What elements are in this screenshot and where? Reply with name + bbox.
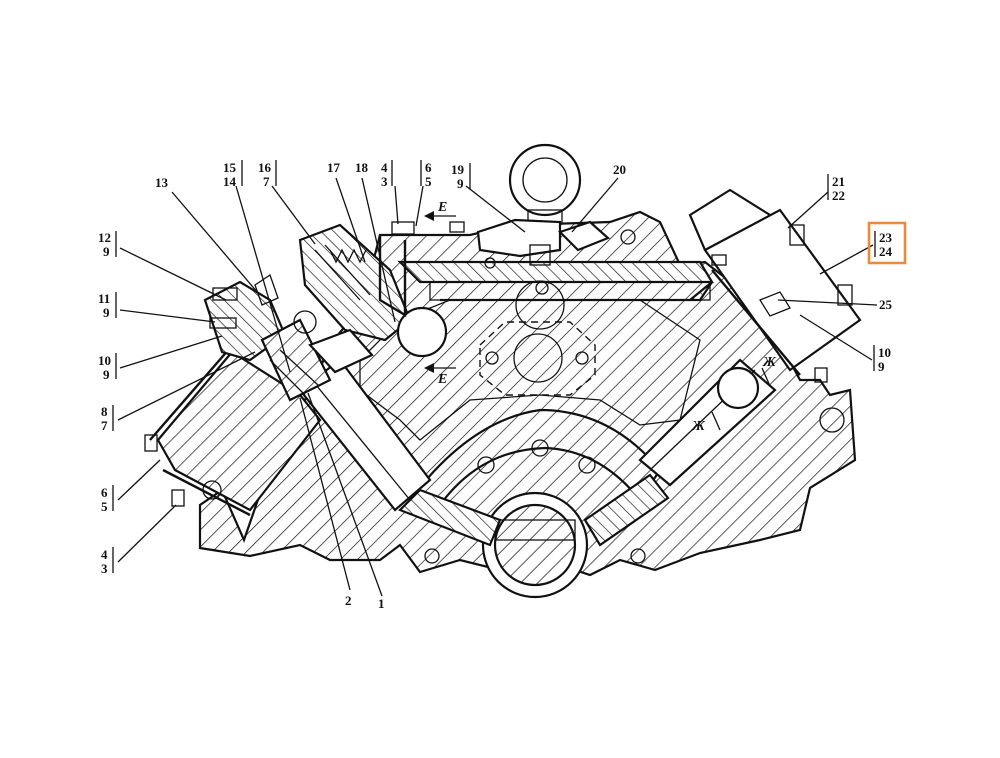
callout-6-5-top: 6 5 (420, 160, 432, 189)
callout-14: 14 (223, 174, 237, 189)
callout-5: 5 (425, 174, 432, 189)
callout-9: 9 (878, 359, 885, 374)
callout-19: 19 (451, 162, 465, 177)
callout-3: 3 (101, 561, 108, 576)
callout-24: 24 (879, 244, 893, 259)
highlight-box (867, 221, 907, 265)
callout-23: 23 (879, 230, 893, 245)
right-cylinder-bank (638, 358, 845, 487)
section-mark-e-top: E (424, 200, 456, 221)
callout-20: 20 (613, 162, 626, 177)
callout-19-9: 19 9 (451, 162, 471, 191)
callout-13: 13 (155, 175, 169, 190)
callout-16: 16 (258, 160, 272, 175)
callout-21-22: 21 22 (827, 174, 845, 203)
oil-gallery (397, 260, 714, 330)
callout-9: 9 (103, 367, 110, 382)
lifting-eye (508, 143, 582, 225)
section-label-zh-lower: Ж (691, 419, 706, 434)
callout-11-9: 11 9 (98, 291, 117, 320)
callout-2: 2 (345, 593, 352, 608)
callout-18: 18 (355, 160, 369, 175)
section-label-e-top: E (437, 200, 447, 215)
callout-3: 3 (381, 174, 388, 189)
callout-4-3-top: 4 3 (381, 160, 393, 189)
central-flange (479, 321, 596, 396)
callout-6: 6 (425, 160, 432, 175)
callout-10: 10 (878, 345, 891, 360)
callout-7: 7 (101, 418, 108, 433)
callout-5: 5 (101, 499, 108, 514)
callout-7: 7 (263, 174, 270, 189)
callout-8: 8 (101, 404, 108, 419)
top-fittings (449, 218, 636, 269)
callout-15: 15 (223, 160, 237, 175)
callout-9: 9 (103, 305, 110, 320)
callout-17: 17 (327, 160, 341, 175)
callout-15-14: 15 14 (223, 160, 243, 189)
crankshaft-bore (398, 408, 670, 599)
leader-lines (117, 177, 878, 597)
section-mark-zh-lower: Ж (691, 411, 721, 434)
section-label-e-mid: E (437, 372, 447, 387)
callout-22: 22 (832, 188, 845, 203)
callout-9: 9 (103, 244, 110, 259)
callout-25: 25 (879, 297, 893, 312)
callout-4-3: 4 3 (101, 547, 114, 576)
callout-11: 11 (98, 291, 110, 306)
section-label-zh-upper: Ж (762, 355, 777, 370)
callout-23-24-highlighted: 23 24 (867, 221, 907, 265)
callout-10-9-right: 10 9 (873, 345, 891, 374)
callout-12: 12 (98, 230, 111, 245)
section-mark-e-mid: E (424, 363, 456, 387)
callout-10-9: 10 9 (98, 353, 117, 382)
callout-12-9: 12 9 (98, 230, 117, 259)
callout-6: 6 (101, 485, 108, 500)
callout-9: 9 (457, 176, 464, 191)
left-valve-assembly (298, 221, 448, 374)
left-cylinder-bank (144, 347, 432, 517)
section-mark-zh-upper: Ж (761, 355, 777, 387)
callout-4: 4 (381, 160, 388, 175)
callout-16-7: 16 7 (258, 160, 277, 189)
callout-4: 4 (101, 547, 108, 562)
callout-8-7: 8 7 (101, 404, 114, 433)
right-pump-assembly (688, 188, 862, 383)
callout-6-5: 6 5 (101, 485, 114, 514)
callout-21: 21 (832, 174, 845, 189)
callout-1: 1 (378, 596, 385, 611)
callout-10: 10 (98, 353, 111, 368)
